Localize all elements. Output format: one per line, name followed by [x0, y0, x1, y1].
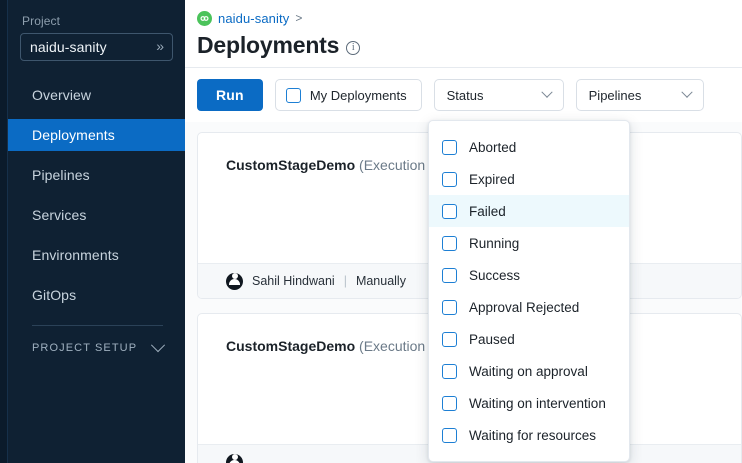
sidebar-project-setup[interactable]: PROJECT SETUP	[8, 342, 185, 354]
sidebar-collapse-rail[interactable]	[0, 0, 8, 463]
page-title: Deployments	[197, 32, 339, 59]
my-deployments-label: My Deployments	[310, 88, 407, 103]
project-infinity-icon	[197, 11, 212, 26]
footer-divider: |	[344, 274, 347, 288]
status-option-label: Waiting on intervention	[469, 396, 606, 411]
project-label: Project	[8, 14, 185, 33]
status-option-label: Running	[469, 236, 519, 251]
deployment-trigger: Manually	[356, 274, 406, 288]
status-option-label: Aborted	[469, 140, 516, 155]
status-option-label: Success	[469, 268, 520, 283]
sidebar-item-label: Deployments	[32, 127, 115, 143]
user-avatar-icon	[226, 273, 243, 290]
status-option-aborted[interactable]: Aborted	[429, 131, 629, 163]
checkbox-unchecked-icon[interactable]	[442, 172, 457, 187]
chevron-down-icon	[681, 87, 692, 98]
sidebar-item-overview[interactable]: Overview	[8, 79, 185, 111]
deployment-name: CustomStageDemo	[226, 338, 355, 354]
status-option-label: Approval Rejected	[469, 300, 579, 315]
my-deployments-filter[interactable]: My Deployments	[275, 79, 422, 111]
status-option-label: Waiting on approval	[469, 364, 588, 379]
info-icon[interactable]: i	[346, 41, 360, 55]
user-avatar-icon	[226, 454, 243, 463]
sidebar-item-label: GitOps	[32, 287, 76, 303]
filters-toolbar: Run My Deployments Status Pipelines	[185, 68, 742, 122]
project-selector-value: naidu-sanity	[30, 39, 107, 55]
status-option-running[interactable]: Running	[429, 227, 629, 259]
status-option-waiting-on-intervention[interactable]: Waiting on intervention	[429, 387, 629, 419]
checkbox-unchecked-icon[interactable]	[442, 364, 457, 379]
checkbox-unchecked-icon[interactable]	[442, 396, 457, 411]
sidebar-project-setup-label: PROJECT SETUP	[32, 342, 137, 354]
breadcrumb: naidu-sanity >	[197, 9, 742, 27]
deployment-user: Sahil Hindwani	[252, 274, 335, 288]
run-button[interactable]: Run	[197, 79, 263, 111]
status-filter-label: Status	[447, 88, 484, 103]
checkbox-unchecked-icon[interactable]	[442, 332, 457, 347]
sidebar-item-label: Services	[32, 207, 86, 223]
status-option-paused[interactable]: Paused	[429, 323, 629, 355]
status-option-expired[interactable]: Expired	[429, 163, 629, 195]
breadcrumb-separator: >	[295, 11, 302, 25]
status-option-waiting-for-resources[interactable]: Waiting for resources	[429, 419, 629, 451]
sidebar-item-label: Pipelines	[32, 167, 90, 183]
checkbox-unchecked-icon[interactable]	[442, 300, 457, 315]
sidebar-item-label: Environments	[32, 247, 119, 263]
status-option-waiting-on-approval[interactable]: Waiting on approval	[429, 355, 629, 387]
sidebar-item-label: Overview	[32, 87, 91, 103]
pipelines-filter-label: Pipelines	[589, 88, 642, 103]
main-content: naidu-sanity > Deployments i Run My Depl…	[185, 0, 742, 463]
sidebar-item-services[interactable]: Services	[8, 199, 185, 231]
sidebar-item-environments[interactable]: Environments	[8, 239, 185, 271]
status-option-approval-rejected[interactable]: Approval Rejected	[429, 291, 629, 323]
sidebar-divider	[32, 325, 163, 326]
status-option-label: Paused	[469, 332, 515, 347]
pipelines-filter-dropdown[interactable]: Pipelines	[576, 79, 704, 111]
checkbox-unchecked-icon[interactable]	[442, 268, 457, 283]
status-option-success[interactable]: Success	[429, 259, 629, 291]
status-dropdown-menu: Aborted Expired Failed Running Success A…	[428, 120, 630, 462]
checkbox-unchecked-icon[interactable]	[442, 236, 457, 251]
page-title-row: Deployments i	[197, 32, 742, 59]
checkbox-unchecked-icon[interactable]	[286, 88, 301, 103]
checkbox-unchecked-icon[interactable]	[442, 140, 457, 155]
sidebar-nav: Overview Deployments Pipelines Services …	[8, 79, 185, 311]
status-option-label: Failed	[469, 204, 506, 219]
breadcrumb-link-project[interactable]: naidu-sanity	[218, 11, 289, 26]
sidebar-item-gitops[interactable]: GitOps	[8, 279, 185, 311]
checkbox-unchecked-icon[interactable]	[442, 428, 457, 443]
status-option-label: Waiting for resources	[469, 428, 596, 443]
status-option-failed[interactable]: Failed	[429, 195, 629, 227]
chevron-double-right-icon: »	[156, 39, 164, 53]
sidebar-item-deployments[interactable]: Deployments	[8, 119, 185, 151]
sidebar-item-pipelines[interactable]: Pipelines	[8, 159, 185, 191]
sidebar: Project naidu-sanity » Overview Deployme…	[8, 0, 185, 463]
chevron-down-icon	[151, 338, 165, 352]
chevron-down-icon	[541, 87, 552, 98]
project-selector[interactable]: naidu-sanity »	[20, 33, 173, 61]
status-filter-dropdown[interactable]: Status	[434, 79, 564, 111]
page-header: naidu-sanity > Deployments i	[185, 0, 742, 68]
checkbox-unchecked-icon[interactable]	[442, 204, 457, 219]
status-option-label: Expired	[469, 172, 515, 187]
deployment-name: CustomStageDemo	[226, 157, 355, 173]
